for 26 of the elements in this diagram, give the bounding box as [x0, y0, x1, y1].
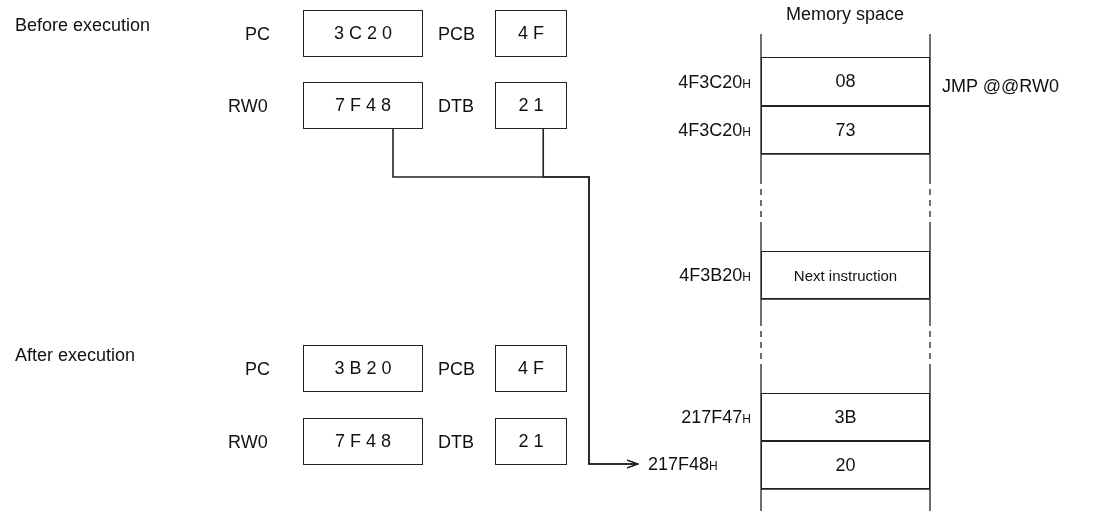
heading: Memory space: [786, 4, 905, 24]
register-value-box: 4 F: [495, 10, 567, 57]
register-value-box: 4 F: [495, 345, 567, 392]
memory-cell: 08: [761, 57, 930, 106]
register-name: PC: [245, 23, 270, 44]
arrow: [542, 128, 639, 469]
register-value-box: 3 B 2 0: [303, 345, 423, 392]
register-name: PC: [245, 358, 270, 379]
register-name: RW0: [228, 431, 268, 452]
register-name: PCB: [438, 358, 475, 379]
register-value-box: 3 C 2 0: [303, 10, 423, 57]
heading: Before execution: [15, 15, 151, 35]
heading: After execution: [15, 345, 136, 365]
register-name: RW0: [228, 95, 268, 116]
memory-cell: Next instruction: [761, 251, 930, 299]
register-value-box: 7 F 4 8: [303, 418, 423, 465]
register-name: DTB: [438, 95, 474, 116]
register-name: DTB: [438, 431, 474, 452]
instruction-label: JMP @@RW0: [942, 76, 1059, 96]
register-value-box: 2 1: [495, 418, 567, 465]
register-name: PCB: [438, 23, 475, 44]
memory-cell: 20: [761, 441, 930, 489]
memory-cell: 73: [761, 106, 930, 154]
register-value-box: 7 F 4 8: [303, 82, 423, 129]
register-value-box: 2 1: [495, 82, 567, 129]
memory-cell: 3B: [761, 393, 930, 441]
